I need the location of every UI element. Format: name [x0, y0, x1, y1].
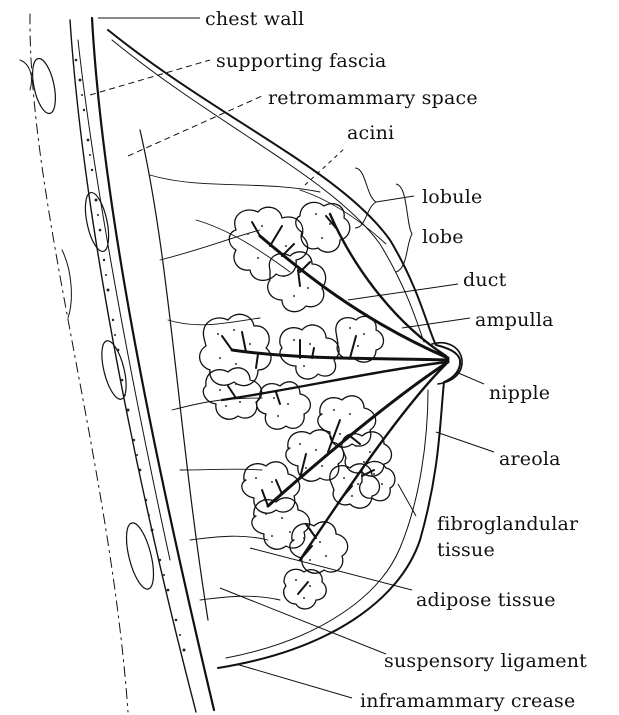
label-nipple: nipple [489, 382, 550, 404]
leader-nipple [456, 372, 484, 384]
label-lobe: lobe [422, 226, 464, 248]
label-retromammary-space: retromammary space [268, 87, 478, 109]
leader-fibroglandular [398, 484, 416, 516]
chest-wall [20, 14, 214, 712]
label-fibroglandular-line1: fibroglandular [437, 513, 579, 535]
lobules [200, 202, 395, 609]
label-supporting-fascia: supporting fascia [216, 50, 387, 72]
leader-inframammary-crease [236, 664, 352, 698]
suspensory-ligaments [150, 175, 386, 600]
label-duct: duct [463, 269, 507, 291]
leader-lobule [376, 196, 414, 202]
label-suspensory-ligament: suspensory ligament [384, 650, 587, 672]
label-lobule: lobule [422, 186, 482, 208]
leader-areola [436, 432, 494, 452]
label-fibroglandular-line2: tissue [437, 539, 495, 561]
label-adipose-tissue: adipose tissue [416, 589, 556, 611]
label-acini: acini [347, 122, 394, 144]
label-inframammary-crease: inframammary crease [360, 690, 575, 712]
label-ampulla: ampulla [475, 309, 554, 331]
leader-retromammary-space [128, 96, 262, 156]
rib-sections [20, 57, 159, 592]
label-areola: areola [499, 448, 561, 470]
label-chest-wall: chest wall [205, 8, 304, 30]
leader-ampulla [402, 318, 470, 328]
leader-adipose-tissue [250, 548, 412, 590]
leader-suspensory-ligament [220, 588, 386, 654]
